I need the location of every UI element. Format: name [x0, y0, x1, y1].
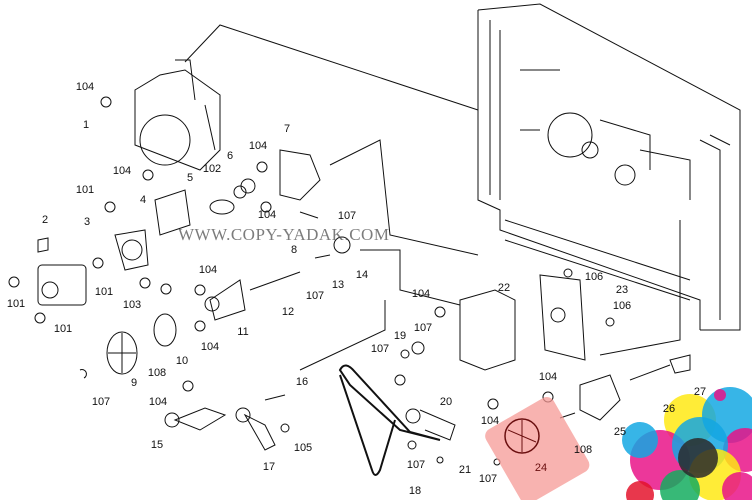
callout-104: 104 — [257, 209, 277, 221]
callout-15: 15 — [150, 439, 164, 451]
logo-circle — [722, 472, 752, 500]
callout-4: 4 — [139, 194, 147, 206]
callout-101: 101 — [6, 298, 26, 310]
callout-105: 105 — [293, 442, 313, 454]
callout-101: 101 — [94, 286, 114, 298]
callout-16: 16 — [295, 376, 309, 388]
callout-108: 108 — [573, 444, 593, 456]
logo-circle — [678, 438, 718, 478]
callout-104: 104 — [75, 81, 95, 93]
callout-107: 107 — [305, 290, 325, 302]
callout-107: 107 — [406, 459, 426, 471]
callout-9: 9 — [130, 377, 138, 389]
logo-circle — [626, 481, 654, 500]
screw-icons — [8, 96, 615, 410]
callout-2: 2 — [41, 214, 49, 226]
callout-104: 104 — [112, 165, 132, 177]
callout-27: 27 — [693, 386, 707, 398]
callout-101: 101 — [75, 184, 95, 196]
callout-18: 18 — [408, 485, 422, 497]
callout-104: 104 — [200, 341, 220, 353]
part-24-highlight — [485, 397, 590, 500]
callout-107: 107 — [337, 210, 357, 222]
callout-108: 108 — [147, 367, 167, 379]
logo-circle — [660, 470, 700, 500]
callout-107: 107 — [478, 473, 498, 485]
callout-12: 12 — [281, 306, 295, 318]
callout-6: 6 — [226, 150, 234, 162]
callout-14: 14 — [355, 269, 369, 281]
logo-circle — [622, 422, 658, 458]
callout-23: 23 — [615, 284, 629, 296]
callout-26: 26 — [662, 403, 676, 415]
callout-5: 5 — [186, 172, 194, 184]
callout-19: 19 — [393, 330, 407, 342]
callout-25: 25 — [613, 426, 627, 438]
callout-1: 1 — [82, 119, 90, 131]
callout-11: 11 — [237, 326, 249, 338]
logo-circle — [714, 389, 726, 401]
cmyk-logo — [622, 387, 752, 500]
callout-21: 21 — [458, 464, 472, 476]
callout-107: 107 — [91, 396, 111, 408]
callout-10: 10 — [175, 355, 189, 367]
callout-106: 106 — [584, 271, 604, 283]
callout-104: 104 — [248, 140, 268, 152]
callout-22: 22 — [497, 282, 511, 294]
callout-103: 103 — [122, 299, 142, 311]
callout-107: 107 — [413, 322, 433, 334]
watermark-text: WWW.COPY-YADAK.COM — [178, 225, 390, 244]
callout-101: 101 — [53, 323, 73, 335]
callout-7: 7 — [283, 123, 291, 135]
callout-104: 104 — [411, 288, 431, 300]
callout-107: 107 — [370, 343, 390, 355]
callout-13: 13 — [331, 279, 345, 291]
callout-106: 106 — [612, 300, 632, 312]
callout-104: 104 — [480, 415, 500, 427]
main-frame-drawing — [477, 3, 741, 331]
callout-24: 24 — [534, 462, 548, 474]
callout-8: 8 — [290, 244, 298, 256]
callout-20: 20 — [439, 396, 453, 408]
callout-102: 102 — [202, 163, 222, 175]
callout-104: 104 — [538, 371, 558, 383]
callout-104: 104 — [198, 264, 218, 276]
callout-3: 3 — [83, 216, 91, 228]
callout-17: 17 — [262, 461, 276, 473]
callout-104: 104 — [148, 396, 168, 408]
